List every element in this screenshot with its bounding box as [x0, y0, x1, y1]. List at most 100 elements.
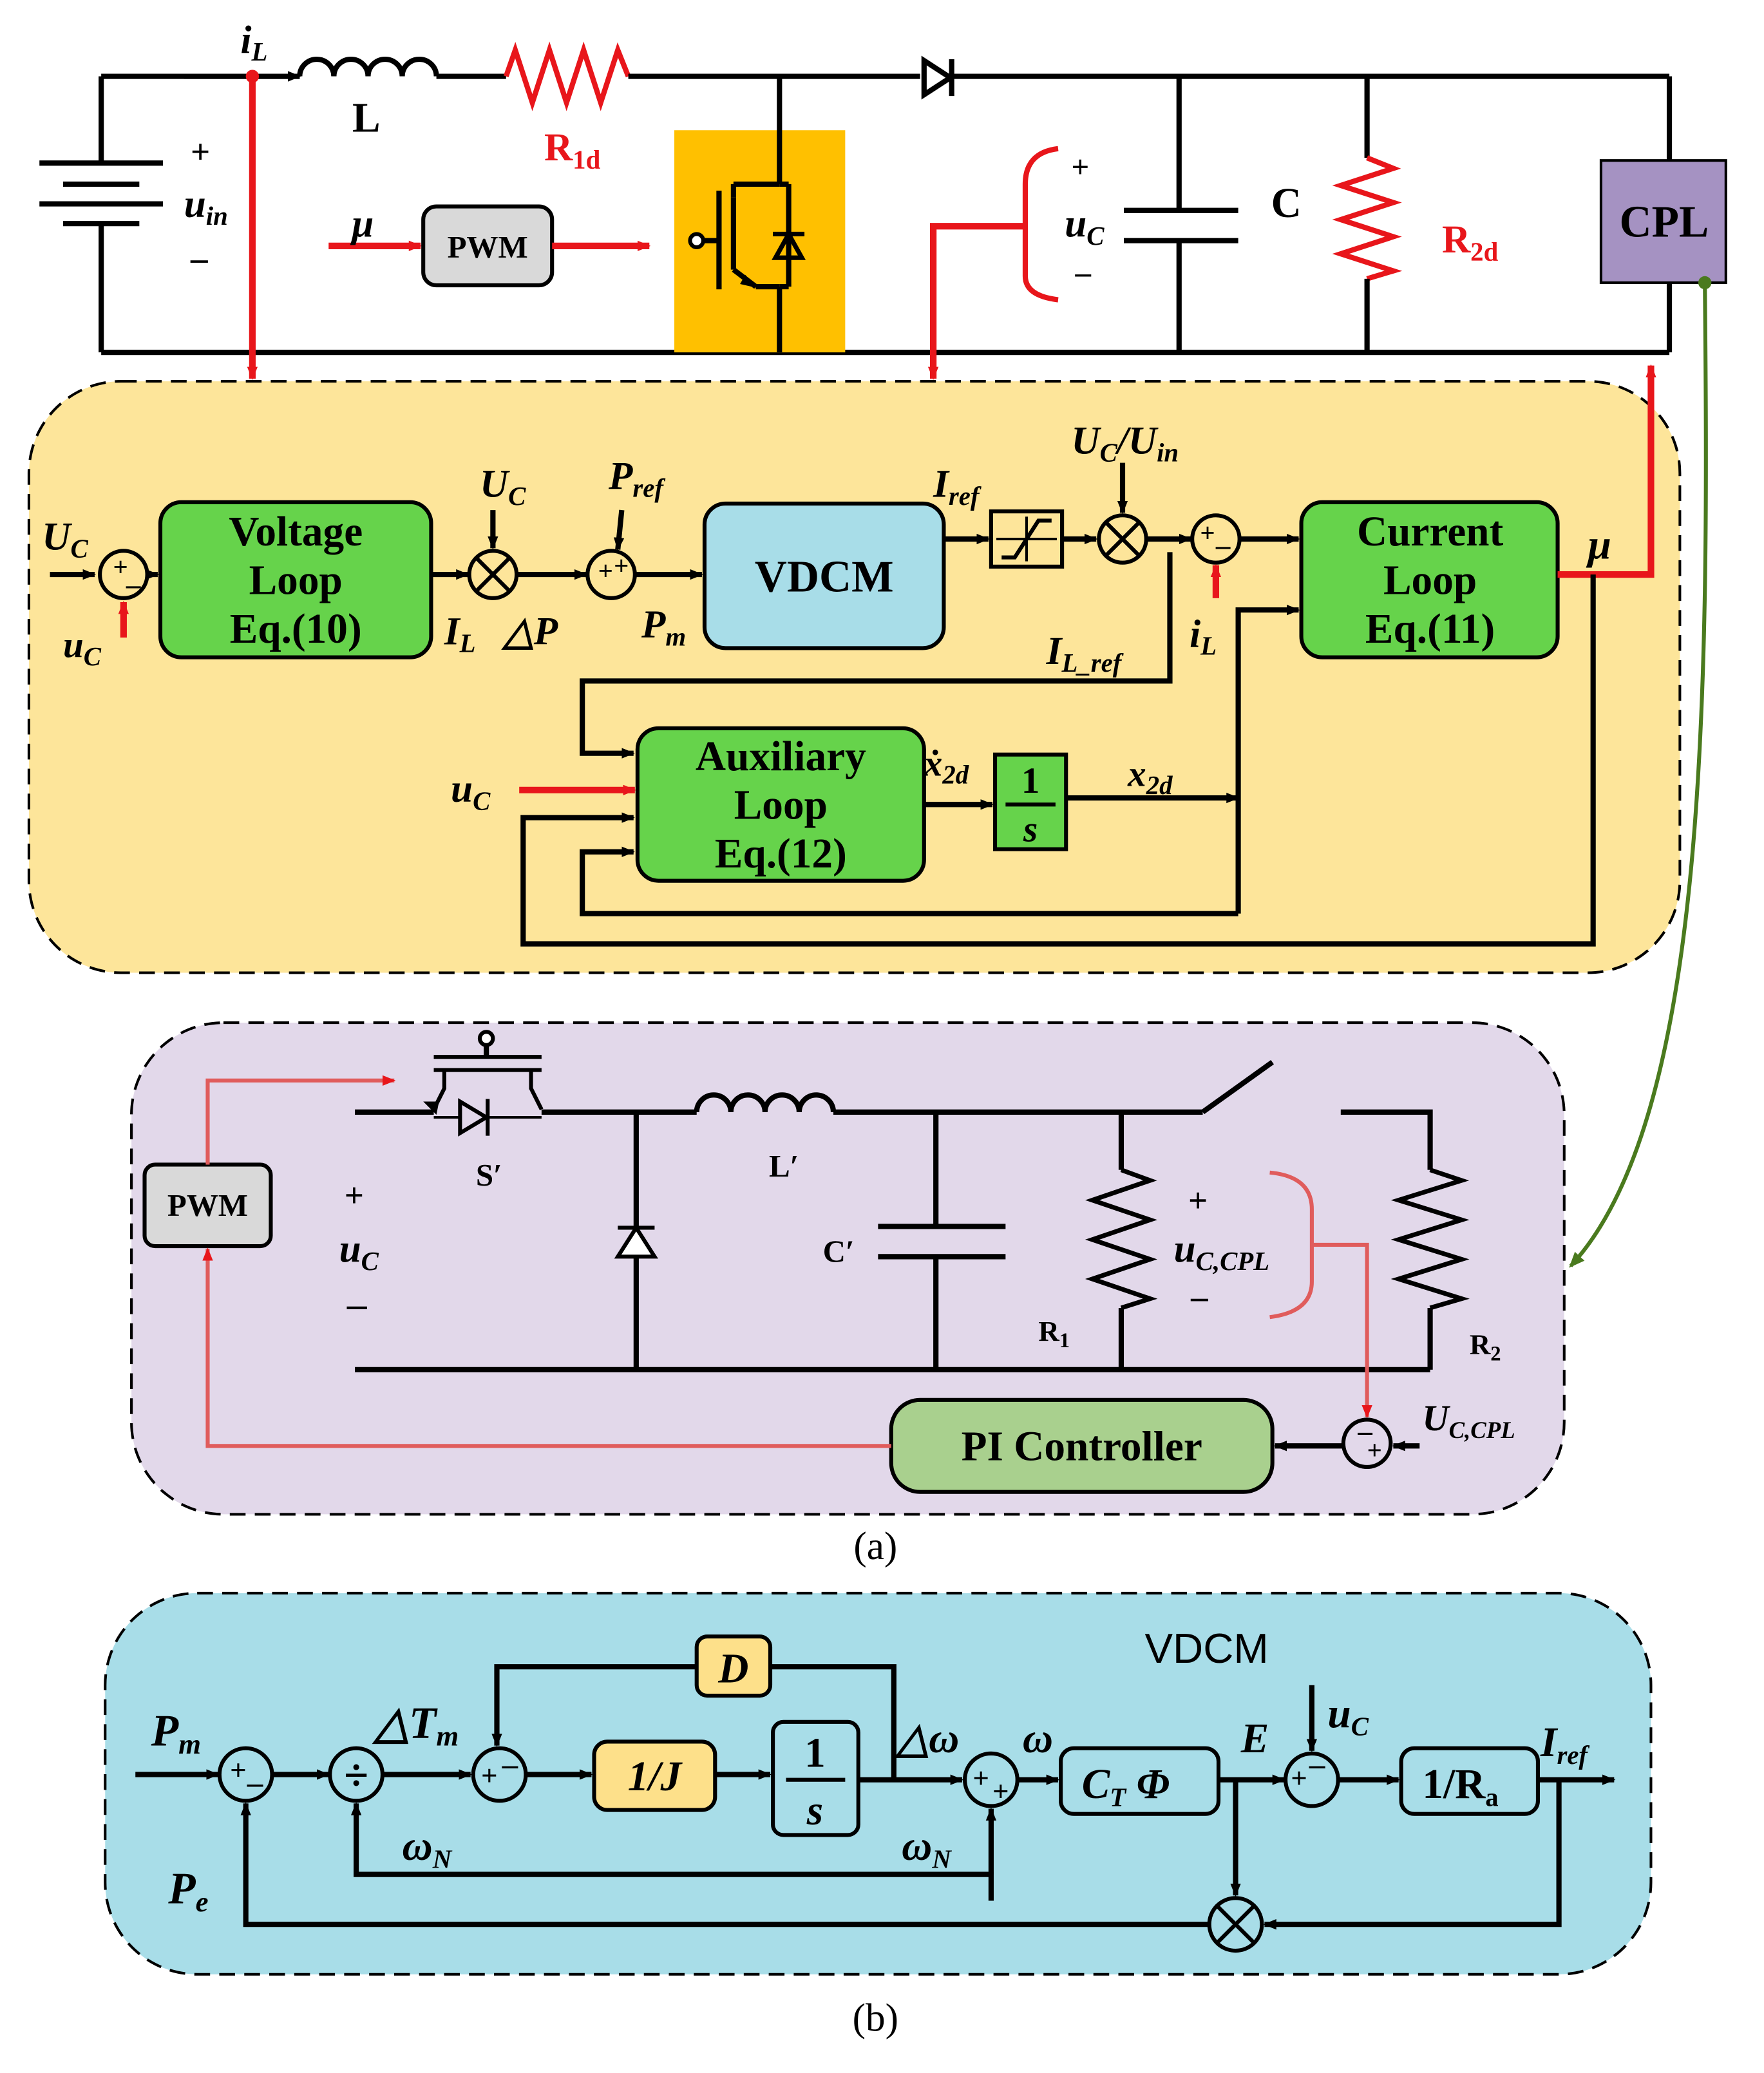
uc-label: uC: [1065, 202, 1105, 251]
ctrl-pref: Pref: [608, 454, 665, 502]
cpl-link-arrow: [1569, 282, 1708, 1268]
ctrl-mu-out: μ: [1586, 522, 1611, 569]
vdcm-uc: uC: [1327, 1690, 1369, 1741]
svg-text:+: +: [1367, 1436, 1382, 1465]
cpl-inductor-label: L′: [769, 1148, 799, 1184]
ctrl-il-ref: IL_ref: [1046, 629, 1124, 677]
svg-text:Eq.(11): Eq.(11): [1365, 606, 1495, 652]
uin-minus: –: [190, 240, 208, 278]
svg-text:Auxiliary: Auxiliary: [696, 734, 866, 780]
svg-text:+: +: [992, 1775, 1009, 1807]
svg-text:D: D: [717, 1646, 748, 1692]
vdcm-block: [702, 501, 946, 650]
svg-text:VDCM: VDCM: [755, 553, 894, 602]
svg-text:–: –: [247, 1765, 263, 1800]
vdcm-pm: Pm: [151, 1707, 201, 1760]
vdcm-title: VDCM: [1144, 1625, 1268, 1672]
cpl-out-plus: +: [1188, 1182, 1208, 1220]
svg-text:Loop: Loop: [734, 782, 828, 829]
svg-text:1: 1: [1021, 761, 1040, 801]
ctrl-xdot: ẋ2d: [924, 743, 969, 789]
svg-text:Eq.(12): Eq.(12): [715, 831, 847, 877]
limiter-icon: [989, 509, 1065, 569]
freewheel-diode-icon: [614, 1224, 658, 1259]
svg-text:–: –: [126, 569, 141, 601]
svg-text:÷: ÷: [344, 1751, 368, 1801]
ctrl-uc-uin: UC/Uin: [1071, 419, 1179, 467]
switch-label: S′: [476, 1157, 502, 1193]
cpl-uc-minus: –: [346, 1282, 368, 1326]
vdcm-pe: Pe: [167, 1864, 208, 1918]
svg-text:PWM: PWM: [167, 1188, 248, 1223]
svg-text:–: –: [502, 1746, 518, 1782]
svg-text:–: –: [1215, 529, 1231, 561]
uc-minus: –: [1075, 254, 1092, 290]
controller-diagram: UC + – uC Voltage Loop Eq.(10) UC IL △P …: [42, 364, 1656, 947]
ctrl-iref: Iref: [933, 462, 982, 511]
ctrl-uc-meas: uC: [63, 625, 102, 671]
cpl-inductor-icon: [694, 1092, 837, 1113]
svg-text:Loop: Loop: [1383, 558, 1477, 604]
top-pwm-label: PWM: [448, 229, 528, 265]
svg-text:+: +: [614, 551, 629, 580]
ctrl-il-meas: iL: [1190, 612, 1217, 660]
cpl-r1-icon: [1085, 1168, 1158, 1311]
svg-text:s: s: [806, 1788, 823, 1834]
il-label: iL: [241, 18, 268, 66]
caption-b: (b): [853, 1996, 898, 2040]
cpl-load-label: CPL: [1620, 198, 1709, 247]
svg-text:+: +: [1200, 518, 1215, 547]
top-circuit: PWM μ CPL iL L R1d + uin – + uC – C R2d: [39, 18, 1727, 1268]
capacitor-label: C: [1271, 180, 1302, 227]
ctrl-pm: Pm: [641, 603, 686, 651]
cpl-out-minus: –: [1190, 1278, 1208, 1316]
cpl-panel: [130, 1021, 1566, 1516]
vdcm-sum-4: [1284, 1751, 1340, 1808]
vdcm-omega: ω: [1023, 1716, 1053, 1762]
cpl-load-box: [1599, 159, 1727, 285]
vdcm-delta-omega: △ω: [894, 1716, 959, 1762]
svg-text:PI Controller: PI Controller: [962, 1424, 1202, 1470]
cpl-detail: PWM S′ L′: [142, 1030, 1515, 1494]
cpl-r2-icon: [1390, 1168, 1470, 1311]
resistor-r1d-icon: [503, 41, 631, 111]
cpl-capacitor-label: C′: [823, 1234, 855, 1269]
r1d-label: R1d: [544, 126, 601, 174]
svg-text:+: +: [481, 1759, 498, 1792]
svg-text:s: s: [1023, 809, 1038, 849]
uc-plus: +: [1071, 149, 1089, 185]
vdcm-delta-t: △Tm: [372, 1698, 459, 1752]
vdcm-omega-n-2: ωN: [902, 1823, 952, 1873]
svg-text:Eq.(10): Eq.(10): [230, 606, 362, 652]
svg-text:Voltage: Voltage: [229, 509, 363, 555]
vdcm-panel: [104, 1591, 1653, 1976]
inductor-label: L: [352, 95, 381, 141]
mosfet-switch-icon: [355, 1030, 697, 1137]
integrator-block: [992, 752, 1068, 851]
uin-plus: +: [191, 133, 210, 171]
diode-icon: [921, 55, 956, 100]
cpl-out-voltage: uC,CPL: [1174, 1227, 1270, 1276]
svg-text:–: –: [1309, 1746, 1325, 1782]
ctrl-uc-mult: UC: [480, 462, 526, 511]
r2d-label: R2d: [1442, 218, 1499, 266]
svg-text:+: +: [230, 1754, 247, 1786]
vdcm-e-label: E: [1240, 1716, 1269, 1762]
resistor-r2d-icon: [1332, 155, 1403, 281]
svg-text:+: +: [113, 553, 128, 582]
cpl-uc-plus: +: [345, 1177, 364, 1215]
ctrl-x2d: x2d: [1127, 754, 1173, 800]
svg-text:1/J: 1/J: [628, 1754, 683, 1800]
cpl-ref-voltage: UC,CPL: [1422, 1398, 1515, 1443]
svg-text:Current: Current: [1357, 509, 1504, 555]
vdcm-omega-n-1: ωN: [403, 1823, 453, 1873]
battery-icon: [39, 76, 164, 353]
svg-text:+: +: [598, 556, 613, 585]
ctrl-uc-ref: UC: [42, 515, 88, 563]
svg-text:1/Ra: 1/Ra: [1422, 1761, 1498, 1812]
current-loop-block: [1299, 500, 1560, 659]
svg-text:CTΦ: CTΦ: [1082, 1761, 1170, 1812]
ctrl-il-label: IL: [444, 609, 476, 658]
svg-text:+: +: [1291, 1762, 1307, 1794]
